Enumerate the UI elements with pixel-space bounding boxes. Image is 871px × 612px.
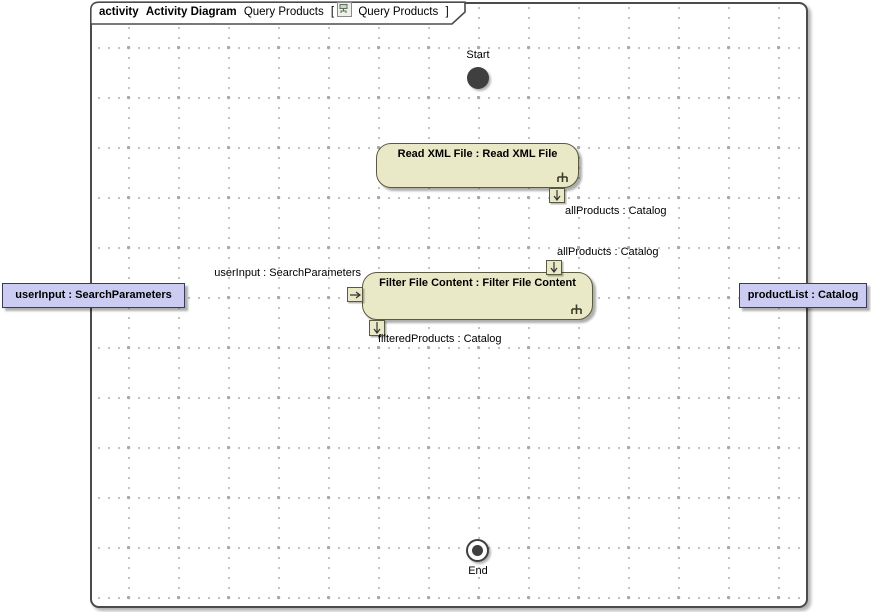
ref-bracket-close: ] <box>445 6 449 18</box>
output-pin-allproducts[interactable] <box>549 188 565 203</box>
final-node[interactable] <box>466 539 489 562</box>
ref-bracket-open: [ <box>330 6 335 18</box>
parameter-node-userinput[interactable]: userInput : SearchParameters <box>2 283 185 308</box>
title-tab-outline <box>90 1 466 25</box>
action-label: Read XML File : Read XML File <box>397 148 558 160</box>
initial-node[interactable] <box>467 67 489 89</box>
pin-arrow-down-icon <box>550 262 558 273</box>
input-pin-userinput[interactable] <box>347 287 363 302</box>
rake-icon <box>557 172 568 182</box>
pin-arrow-down-icon <box>553 190 561 201</box>
pin-arrow-down-icon <box>373 322 381 334</box>
action-label: Filter File Content : Filter File Conten… <box>379 277 576 289</box>
diagram-type: Activity Diagram <box>145 6 237 18</box>
action-read-xml-file[interactable]: Read XML File : Read XML File <box>376 143 579 188</box>
ref-diagram-name: Query Products <box>358 6 439 18</box>
parameter-node-productlist[interactable]: productList : Catalog <box>739 283 867 308</box>
diagram-keyword: activity <box>99 6 139 18</box>
rake-icon <box>571 304 582 314</box>
initial-node-label: Start <box>466 49 490 61</box>
diagram-title: activity Activity Diagram Query Products… <box>99 1 449 23</box>
diagram-title-tab[interactable]: activity Activity Diagram Query Products… <box>90 1 468 25</box>
diagram-name: Query Products <box>243 6 324 18</box>
final-node-label: End <box>468 565 488 577</box>
pin-label-userinput: userInput : SearchParameters <box>214 267 361 279</box>
action-filter-file-content[interactable]: Filter File Content : Filter File Conten… <box>362 272 593 320</box>
activity-diagram-icon <box>337 2 353 17</box>
pin-label-filteredproducts: filteredProducts : Catalog <box>378 333 502 345</box>
input-pin-allproducts[interactable] <box>546 260 562 275</box>
output-pin-filteredproducts[interactable] <box>369 320 385 336</box>
pin-label-allproducts-in: allProducts : Catalog <box>557 246 659 258</box>
final-node-dot <box>472 545 483 556</box>
pin-label-allproducts-out: allProducts : Catalog <box>565 205 667 217</box>
pin-arrow-right-icon <box>349 291 361 298</box>
